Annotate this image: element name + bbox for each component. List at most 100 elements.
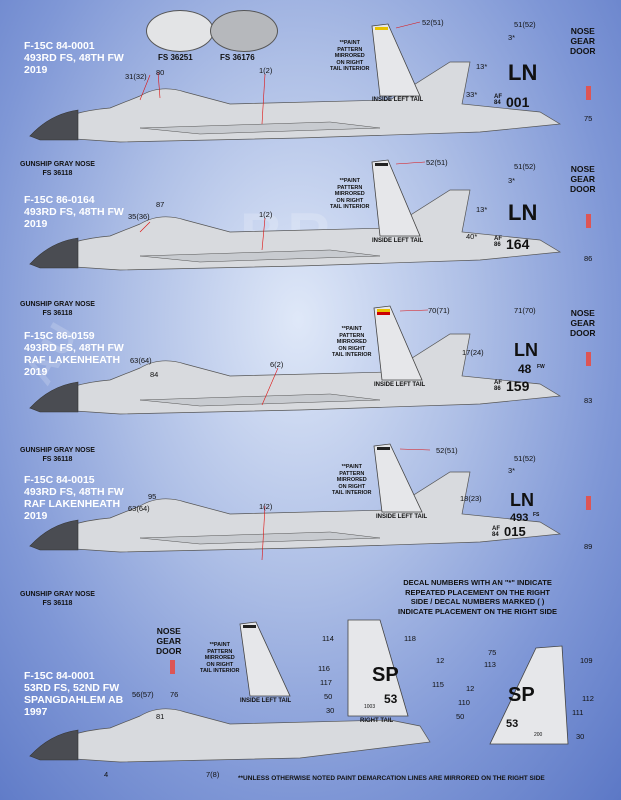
- tail-caption: INSIDE LEFT TAIL: [240, 698, 292, 704]
- paint-note: **PAINT PATTERN MIRRORED ON RIGHT TAIL I…: [332, 464, 372, 496]
- decal-number: 81: [156, 712, 165, 721]
- serial-prefix: AF 84: [492, 526, 500, 538]
- decal-number: 110: [458, 698, 470, 707]
- decal-number: 52(51): [426, 158, 448, 167]
- decal-number: 1003: [364, 704, 376, 710]
- paint-note: **PAINT PATTERN MIRRORED ON RIGHT TAIL I…: [330, 40, 370, 72]
- decal-number: 113: [484, 660, 496, 669]
- decal-number: 35(36): [128, 212, 150, 221]
- paint-note: **PAINT PATTERN MIRRORED ON RIGHT TAIL I…: [332, 326, 372, 358]
- tail-code: SP: [372, 664, 399, 686]
- decal-number: 116: [318, 664, 330, 673]
- decal-number: 51(52): [514, 20, 536, 29]
- decal-number: 84: [150, 370, 159, 379]
- tail-caption: INSIDE LEFT TAIL: [374, 382, 426, 388]
- decal-number: 30: [576, 732, 585, 741]
- decal-number: 51(52): [514, 162, 536, 171]
- decal-number: 4: [104, 770, 109, 779]
- tail-caption: INSIDE LEFT TAIL: [376, 514, 428, 520]
- decal-number: 117: [320, 678, 332, 687]
- serial-prefix: AF 84: [494, 94, 502, 106]
- tail-code: LN: [514, 340, 538, 360]
- decal-number: 50: [324, 692, 333, 701]
- inside-tail: [239, 621, 291, 697]
- right-tail: [489, 645, 569, 745]
- wing-suffix: FW: [537, 364, 545, 370]
- aircraft-title: F-15C 86-0164 493RD FS, 48TH FW 2019: [24, 194, 124, 230]
- decal-number: 95: [148, 492, 157, 501]
- aircraft-profile: [29, 61, 562, 143]
- decal-numbering-note: DECAL NUMBERS WITH AN "*" INDICATE REPEA…: [398, 578, 558, 616]
- wing-number: 48: [518, 362, 532, 376]
- decal-number: 80: [156, 68, 165, 77]
- tail-code: SP: [508, 684, 535, 706]
- inside-tail: [371, 159, 421, 237]
- decal-number: 56(57): [132, 690, 154, 699]
- decal-number: 87: [156, 200, 165, 209]
- decal-number: 18(23): [460, 494, 482, 503]
- decal-number: 1(2): [259, 502, 273, 511]
- decal-number: 13*: [476, 205, 488, 214]
- paint-note: **PAINT PATTERN MIRRORED ON RIGHT TAIL I…: [330, 178, 370, 210]
- decal-number: 3*: [508, 466, 516, 475]
- decal-number: 40*: [466, 232, 478, 241]
- decal-number: 89: [584, 542, 593, 551]
- aircraft-profile: [29, 708, 431, 763]
- decal-number: 50: [456, 712, 465, 721]
- decal-number: 30: [326, 706, 335, 715]
- decal-number: 12: [466, 684, 475, 693]
- wing-number: 53: [506, 718, 519, 730]
- decal-number: 71(70): [514, 306, 536, 315]
- footer-note: **UNLESS OTHERWISE NOTED PAINT DEMARCATI…: [238, 775, 545, 782]
- nose-gear-door-label: NOSE GEAR DOOR: [570, 308, 596, 338]
- decal-number: 52(51): [422, 18, 444, 27]
- tail-caption: INSIDE LEFT TAIL: [372, 97, 424, 103]
- decal-number: 109: [580, 656, 593, 665]
- swatch-label: FS 36251: [158, 53, 193, 62]
- color-swatch-light: [146, 10, 214, 52]
- decal-number: 200: [534, 732, 543, 738]
- decal-number: 3*: [508, 33, 516, 42]
- decal-number: 33*: [466, 90, 478, 99]
- decal-number: 31(32): [125, 72, 147, 81]
- tail-serial: 001: [506, 94, 530, 110]
- decal-number: 86: [584, 254, 593, 263]
- leader-lines: [139, 21, 431, 561]
- tail-serial: 164: [506, 236, 530, 252]
- inside-tail: [371, 23, 421, 97]
- nose-gear-door-label: NOSE GEAR DOOR: [570, 26, 596, 56]
- decal-number: 52(51): [436, 446, 458, 455]
- serial-prefix: AF 86: [494, 380, 502, 392]
- decal-number: 112: [582, 694, 594, 703]
- nose-gear-door-label: NOSE GEAR DOOR: [156, 626, 182, 656]
- nose-color-label: GUNSHIP GRAY NOSE FS 36118: [20, 301, 95, 317]
- decal-number: 111: [572, 708, 584, 717]
- serial-prefix: AF 86: [494, 236, 502, 248]
- inside-tail: [373, 443, 423, 513]
- aircraft-profile: [29, 471, 562, 553]
- decal-number: 17(24): [462, 348, 484, 357]
- nose-gear-door-label: NOSE GEAR DOOR: [570, 164, 596, 194]
- decal-number: 1(2): [259, 66, 273, 75]
- wing-number: 493: [510, 512, 529, 524]
- aircraft-profile: [29, 189, 562, 271]
- right-tail: [347, 619, 409, 717]
- decal-number: 118: [404, 634, 416, 643]
- nose-color-label: GUNSHIP GRAY NOSE FS 36118: [20, 591, 95, 607]
- tail-caption: RIGHT TAIL: [360, 718, 394, 724]
- decal-number: 115: [432, 680, 444, 689]
- decal-number: 76: [170, 690, 179, 699]
- tail-code: LN: [510, 490, 534, 510]
- color-swatch-dark: [210, 10, 278, 52]
- tail-serial: 015: [504, 524, 526, 539]
- decal-number: 7(8): [206, 770, 220, 779]
- inside-tail: [373, 305, 423, 381]
- decal-number: 6(2): [270, 360, 284, 369]
- paint-note: **PAINT PATTERN MIRRORED ON RIGHT TAIL I…: [200, 642, 240, 674]
- decal-number: 1(2): [259, 210, 273, 219]
- gear-door-strips: [170, 86, 591, 674]
- decal-number: 12: [436, 656, 445, 665]
- decal-number: 83: [584, 396, 593, 405]
